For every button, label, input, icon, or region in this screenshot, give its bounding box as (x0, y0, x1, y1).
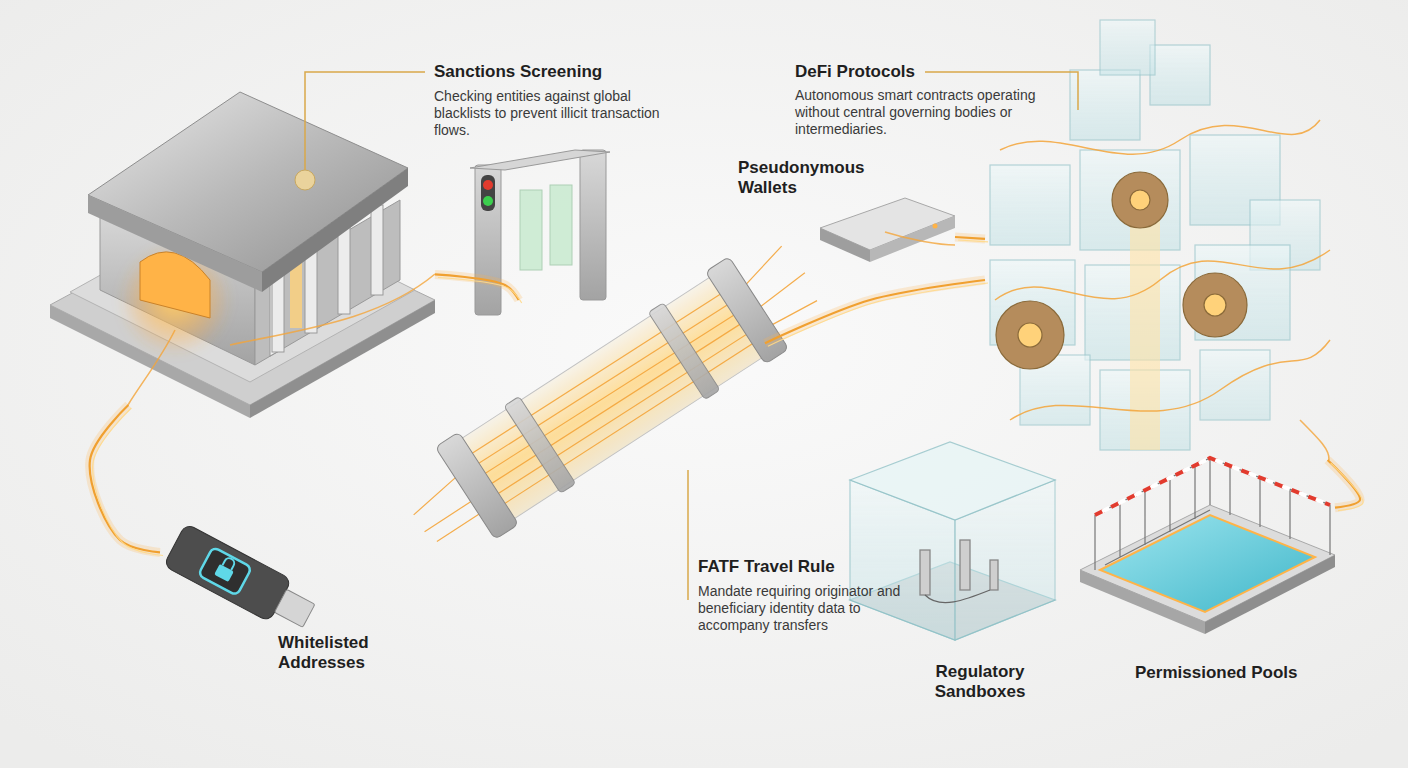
wallet-node: Pseudonymous Wallets (815, 195, 955, 270)
connector-glow (435, 274, 519, 300)
connector-line (955, 237, 985, 239)
pool-illustration (1080, 458, 1335, 634)
node-heading: Regulatory Sandboxes (925, 662, 1035, 702)
node-description: Mandate requiring originator and benefic… (698, 583, 912, 634)
connector-strand (958, 240, 988, 242)
node-description: Checking entities against global blackli… (434, 88, 662, 139)
leader-line (687, 470, 689, 600)
connector-line (1328, 460, 1361, 508)
connector-line (435, 274, 519, 300)
node-heading: Whitelisted Addresses (278, 633, 393, 673)
wallet-illustration (820, 198, 955, 262)
node-heading: Pseudonymous Wallets (738, 158, 878, 198)
connector-strand (768, 283, 988, 346)
connector-strand (93, 408, 163, 555)
bank-illustration (50, 72, 435, 418)
connector-strand (438, 277, 522, 303)
flow-connector (955, 237, 988, 242)
defi-node: DeFi ProtocolsAutonomous smart contracts… (985, 40, 1330, 460)
travel-rule-node: FATF Travel RuleMandate requiring origin… (465, 300, 765, 510)
usb-key-illustration (163, 523, 320, 637)
defi-cube-cluster (990, 20, 1330, 450)
connector-strand (1331, 463, 1364, 511)
connector-glow (1328, 460, 1361, 508)
connector-line (90, 405, 160, 552)
connector-glow (955, 237, 985, 239)
connector-glow (765, 280, 985, 343)
node-heading: Sanctions Screening (434, 62, 674, 82)
glow-wires (128, 232, 1329, 460)
pool-node: Permissioned Pools (1075, 480, 1335, 615)
whitelist-node: Whitelisted Addresses (160, 525, 305, 625)
connector-line (765, 280, 985, 343)
node-heading: FATF Travel Rule (698, 557, 938, 577)
connector-glow (90, 405, 160, 552)
sanctions-gate (470, 150, 610, 315)
node-heading: DeFi Protocols (795, 62, 1055, 82)
flow-connector (90, 405, 163, 555)
flow-connector (1328, 460, 1364, 511)
sandbox-node: Regulatory Sandboxes (840, 435, 1060, 650)
node-description: Autonomous smart contracts operating wit… (795, 87, 1057, 138)
node-heading: Permissioned Pools (1135, 663, 1355, 683)
sandbox-illustration (850, 442, 1055, 640)
bank-node: Sanctions ScreeningChecking entities aga… (45, 85, 435, 405)
travel-rule-cylinder (389, 227, 835, 570)
flow-connector (765, 280, 988, 346)
flow-connector (435, 274, 522, 303)
